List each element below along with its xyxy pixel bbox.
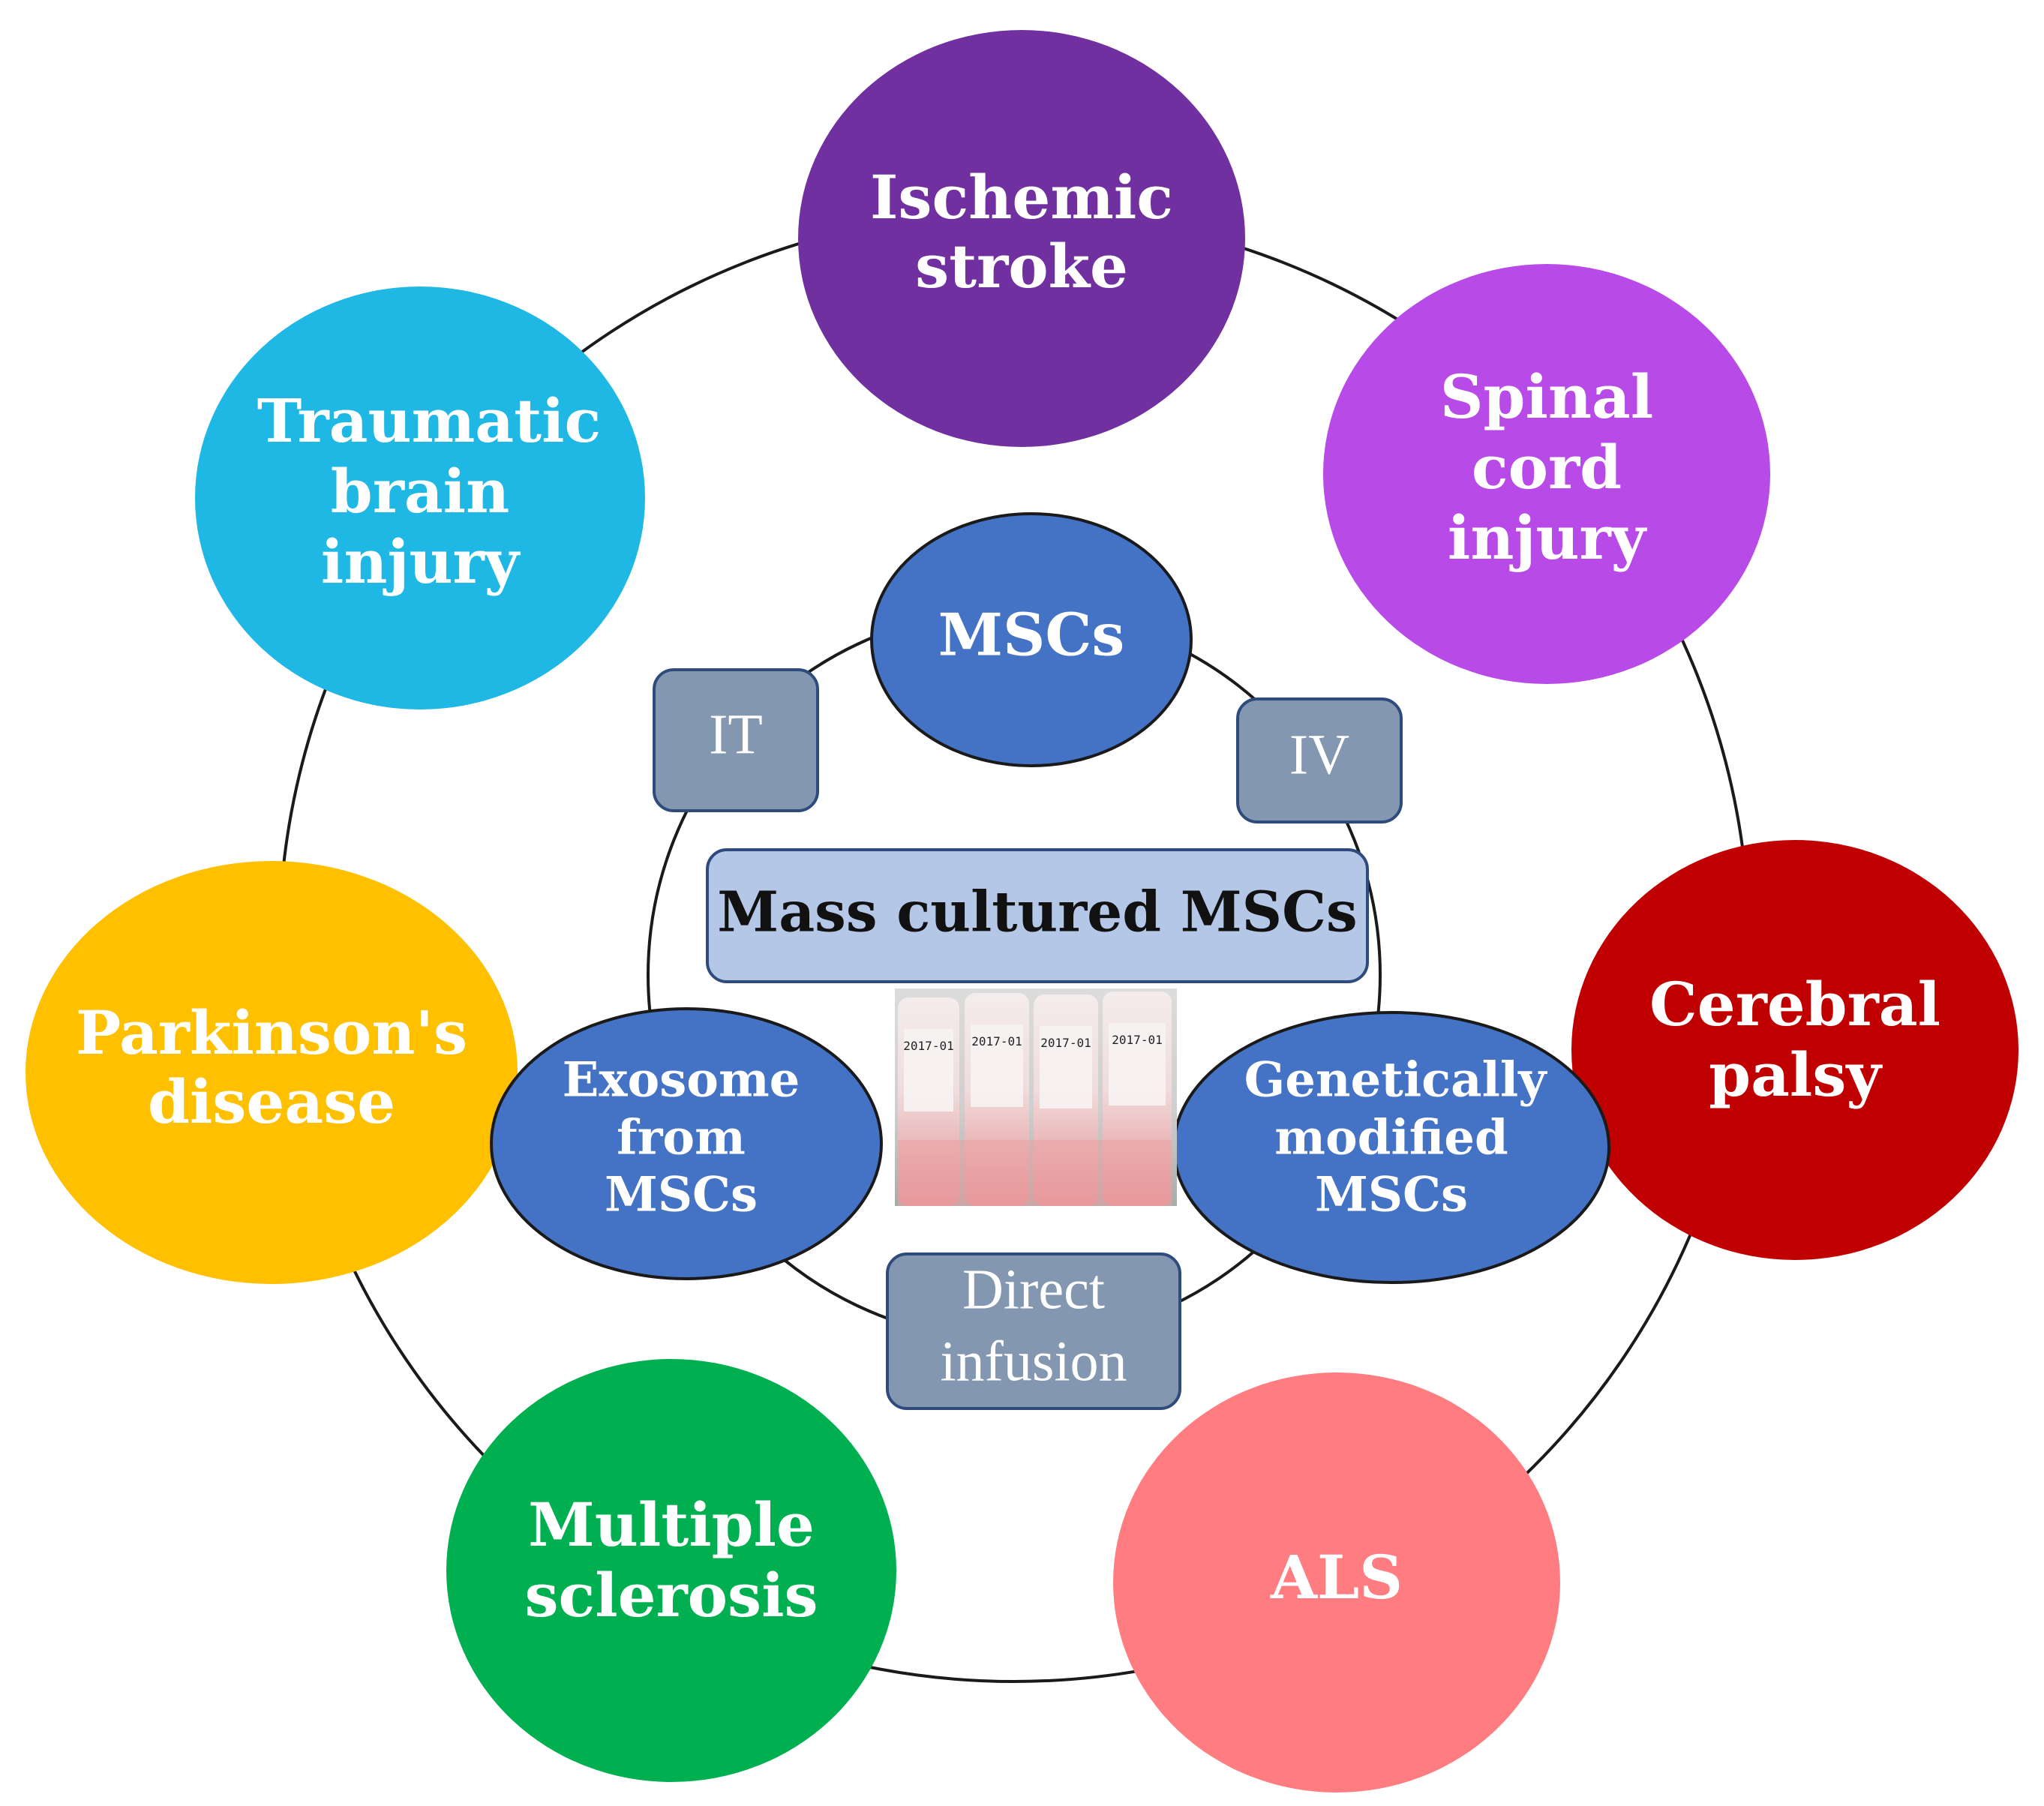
exosome-label-3: MSCs	[605, 1167, 758, 1223]
exosome-ellipse	[490, 1007, 883, 1280]
route-direct-infusion: Direct infusion	[886, 1252, 1181, 1410]
spinal-cord-injury-circle	[1323, 264, 1770, 684]
mscs-ellipse	[870, 512, 1193, 767]
route-iv: IV	[1236, 698, 1403, 824]
traumatic-brain-injury-label-3: injury	[321, 526, 521, 597]
parkinsons-label-2: disease	[148, 1066, 395, 1137]
traumatic-brain-injury-label-1: Traumatic	[257, 386, 601, 456]
ischemic-stroke-circle	[798, 30, 1245, 447]
tube-4-label	[1109, 1023, 1166, 1106]
als-label: ALS	[1270, 1542, 1403, 1612]
iv-box	[1236, 698, 1403, 824]
cerebral-palsy-label-1: Cerebral	[1649, 969, 1940, 1040]
tube-2-label	[971, 1024, 1023, 1107]
tube-1-label	[904, 1029, 953, 1112]
exosome-label-1: Exosome	[563, 1052, 800, 1108]
center-title-text: Mass cultured MSCs	[717, 880, 1357, 945]
multiple-sclerosis-label-1: Multiple	[528, 1490, 815, 1560]
cell-pellet	[898, 1140, 1172, 1206]
it-label: IT	[709, 703, 763, 766]
traumatic-brain-injury-circle	[195, 286, 645, 710]
parkinsons-circle	[26, 861, 518, 1284]
disease-multiple-sclerosis: Multiple sclerosis	[446, 1359, 896, 1782]
als-circle	[1113, 1372, 1560, 1792]
genetically-modified-label-3: MSCs	[1315, 1167, 1468, 1223]
multiple-sclerosis-label-2: sclerosis	[524, 1560, 818, 1630]
multiple-sclerosis-circle	[446, 1359, 896, 1782]
disease-ischemic-stroke: Ischemic stroke	[798, 30, 1245, 447]
route-it: IT	[653, 668, 819, 812]
tube-1-text: 2017-01	[903, 1039, 953, 1053]
mscs-label: MSCs	[938, 602, 1125, 670]
disease-traumatic-brain-injury: Traumatic brain injury	[195, 286, 645, 710]
exosome-label-2: from	[617, 1110, 746, 1166]
spinal-cord-injury-label-1: Spinal	[1440, 362, 1654, 432]
tube-2-text: 2017-01	[971, 1034, 1022, 1048]
iv-label: IV	[1289, 723, 1349, 786]
disease-als: ALS	[1113, 1372, 1560, 1792]
tubes-photo: 2017-01 2017-01 2017-01 2017-01	[895, 988, 1177, 1206]
it-box	[653, 668, 819, 812]
center-title-rect	[706, 848, 1369, 983]
cerebral-palsy-circle	[1571, 840, 2018, 1260]
tube-3-text: 2017-01	[1040, 1036, 1091, 1050]
genetically-modified-label-1: Genetically	[1244, 1052, 1548, 1108]
parkinsons-label-1: Parkinson's	[76, 998, 467, 1068]
spinal-cord-injury-label-2: cord	[1472, 432, 1622, 502]
genetically-modified-label-2: modified	[1274, 1110, 1508, 1166]
ischemic-stroke-label-1: Ischemic	[870, 162, 1173, 232]
source-exosome: Exosome from MSCs	[490, 1007, 883, 1280]
spinal-cord-injury-label-3: injury	[1448, 502, 1648, 573]
center-title-box: Mass cultured MSCs	[706, 848, 1369, 983]
source-genetically-modified: Genetically modified MSCs	[1172, 1011, 1610, 1284]
ischemic-stroke-label-2: stroke	[915, 231, 1128, 302]
direct-infusion-box	[886, 1252, 1181, 1410]
disease-parkinsons: Parkinson's disease	[26, 861, 518, 1284]
disease-cerebral-palsy: Cerebral palsy	[1571, 840, 2018, 1260]
tube-3-label	[1040, 1026, 1092, 1108]
direct-infusion-label-1: Direct	[962, 1258, 1105, 1321]
cerebral-palsy-label-2: palsy	[1709, 1040, 1883, 1110]
source-mscs: MSCs	[870, 512, 1193, 767]
direct-infusion-label-2: infusion	[940, 1330, 1127, 1393]
traumatic-brain-injury-label-2: brain	[331, 456, 509, 526]
tube-4-text: 2017-01	[1112, 1033, 1162, 1047]
disease-spinal-cord-injury: Spinal cord injury	[1323, 264, 1770, 684]
